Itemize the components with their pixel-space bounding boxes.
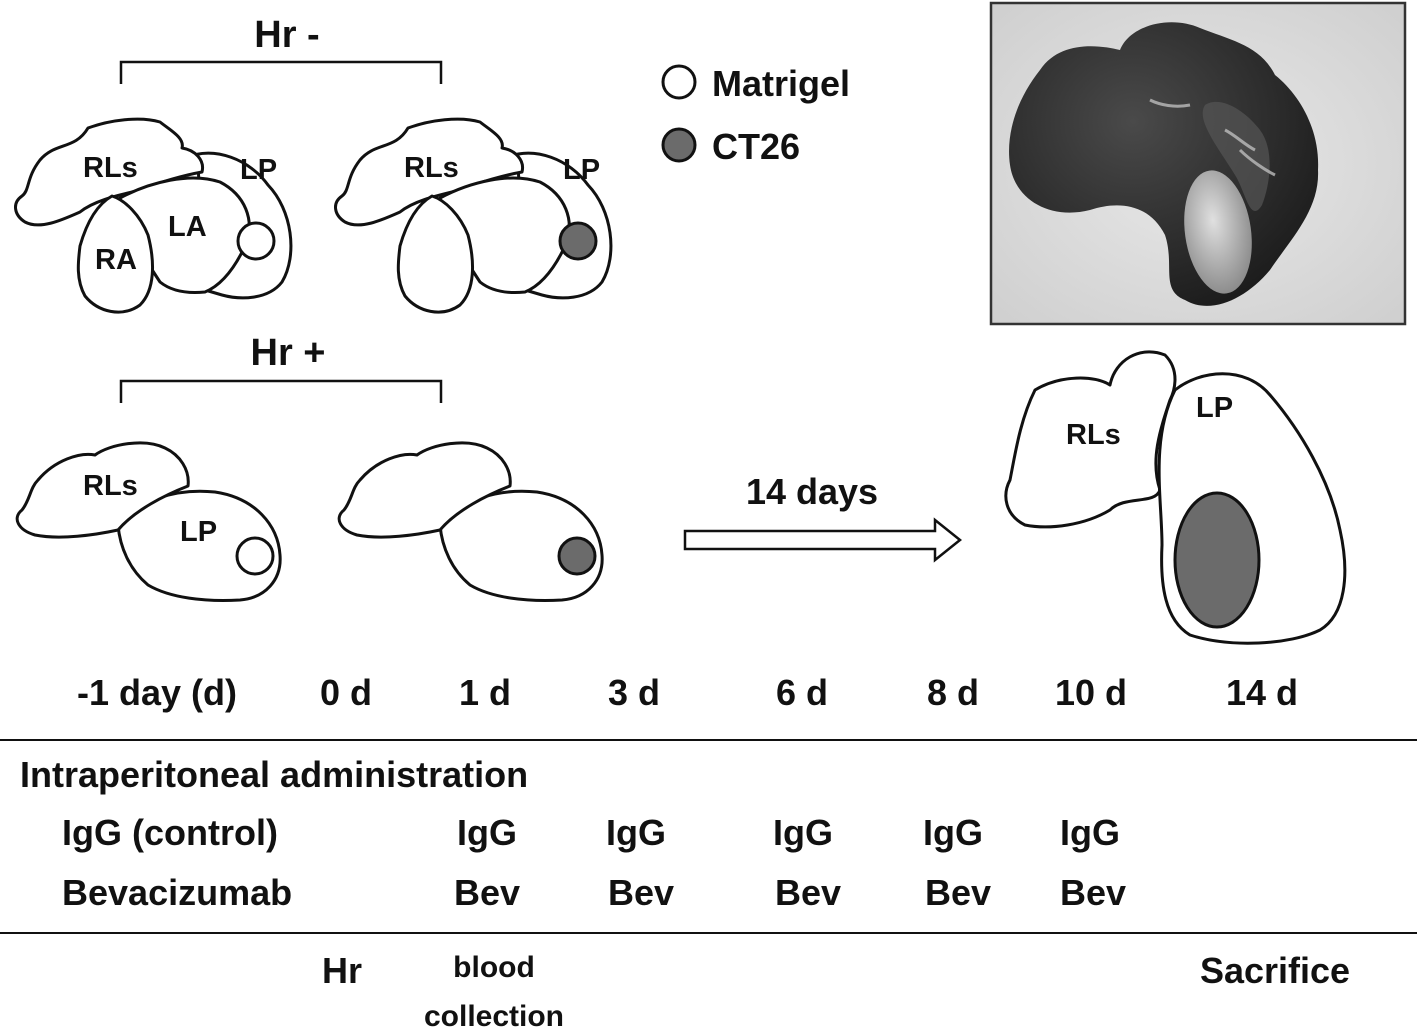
lobe-label-lp: LP xyxy=(563,154,601,186)
dose-igg: IgG xyxy=(457,812,517,853)
dose-igg: IgG xyxy=(773,812,833,853)
liver-day14 xyxy=(1004,350,1347,645)
lobe-label-lp: LP xyxy=(240,154,278,186)
dose-igg: IgG xyxy=(923,812,983,853)
lobe-label-rls: RLs xyxy=(404,152,459,184)
event-hr: Hr xyxy=(321,950,363,991)
lobe-ra-outline xyxy=(76,194,154,314)
lobe-lp-outline xyxy=(438,489,604,602)
matrigel-implant xyxy=(236,221,276,261)
treatment-row-label-bevacizumab: Bevacizumab xyxy=(62,872,293,913)
timeline-day-label: 0 d xyxy=(319,672,373,713)
timeline-day-label: 6 d xyxy=(775,672,829,713)
administration-heading: Intraperitoneal administration xyxy=(20,754,529,795)
timeline-day-label: 10 d xyxy=(1054,672,1128,713)
event-blood-collection-line2: collection xyxy=(423,1000,565,1033)
legend-matrigel-label: Matrigel xyxy=(712,63,851,104)
treatment-row-label-igg: IgG (control) xyxy=(62,812,278,853)
timeline-day-label: 3 d xyxy=(607,672,661,713)
lobe-label-la: LA xyxy=(168,211,207,243)
group-title-hr-plus: Hr + xyxy=(250,332,326,374)
ct26-implant xyxy=(557,536,597,576)
ct26-tumor xyxy=(1173,491,1261,629)
legend-ct26-label: CT26 xyxy=(712,126,801,167)
dose-bev: Bev xyxy=(774,872,842,913)
liver-hr-plus-matrigel xyxy=(15,441,282,602)
lobe-rls-outline xyxy=(15,441,190,539)
dose-bev: Bev xyxy=(1059,872,1127,913)
legend-matrigel-marker xyxy=(661,64,697,100)
event-sacrifice: Sacrifice xyxy=(1199,950,1351,991)
fourteen-days-arrow xyxy=(683,517,963,563)
lobe-label-rls: RLs xyxy=(83,470,138,502)
dose-igg: IgG xyxy=(606,812,666,853)
dose-bev: Bev xyxy=(607,872,675,913)
lobe-label-ra: RA xyxy=(95,244,137,276)
lobe-label-rls: RLs xyxy=(1066,419,1121,451)
lobe-rls-outline xyxy=(337,441,512,539)
liver-hr-plus-ct26 xyxy=(337,441,604,602)
timeline-day-label: 14 d xyxy=(1225,672,1299,713)
bracket-hr-minus xyxy=(119,60,443,84)
timeline-day-label: -1 day (d) xyxy=(76,672,238,713)
dose-igg: IgG xyxy=(1060,812,1120,853)
legend-ct26-marker xyxy=(661,127,697,163)
lobe-label-rls: RLs xyxy=(83,152,138,184)
lobe-ra-outline xyxy=(396,194,474,314)
liver-hr-minus-matrigel xyxy=(14,117,293,314)
matrigel-implant xyxy=(235,536,275,576)
bracket-hr-plus xyxy=(119,379,443,403)
dose-bev: Bev xyxy=(453,872,521,913)
group-title-hr-minus: Hr - xyxy=(254,14,320,56)
lobe-lp-outline xyxy=(116,489,282,602)
dose-bev: Bev xyxy=(924,872,992,913)
ct26-implant xyxy=(558,221,598,261)
liver-hr-minus-ct26 xyxy=(334,117,613,314)
timeline-day-label: 1 d xyxy=(458,672,512,713)
lobe-label-lp: LP xyxy=(180,516,218,548)
event-blood-collection-line1: blood xyxy=(453,951,535,984)
liver-photo xyxy=(989,1,1407,326)
fourteen-days-label: 14 days xyxy=(745,471,879,512)
lobe-label-lp: LP xyxy=(1196,392,1234,424)
timeline-day-label: 8 d xyxy=(926,672,980,713)
